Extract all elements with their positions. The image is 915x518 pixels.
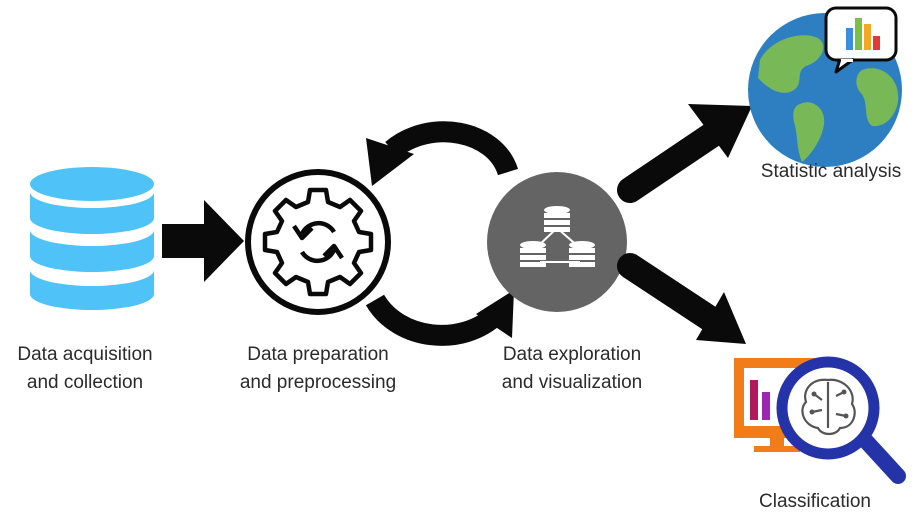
label-classification-line1: Classification	[759, 491, 871, 512]
stacked-databases-icon	[487, 172, 627, 312]
gear-sync-icon	[245, 169, 391, 315]
arrow-acquisition-to-preparation	[162, 200, 244, 282]
globe-bar-chart-icon	[748, 6, 902, 167]
label-statistics: Statistic analysis	[748, 158, 914, 186]
arrow-to-statistics	[617, 104, 752, 203]
label-exploration: Data exploration and visualization	[484, 341, 660, 397]
label-acquisition: Data acquisition and collection	[0, 341, 170, 397]
label-exploration-line2: and visualization	[501, 372, 643, 393]
label-exploration-line1: Data exploration	[502, 344, 642, 365]
arrow-preparation-to-exploration	[365, 290, 514, 346]
label-preparation: Data preparation and preprocessing	[226, 341, 410, 397]
brain-magnifier-icon	[734, 356, 906, 484]
label-classification: Classification	[740, 488, 890, 516]
label-acquisition-line1: Data acquisition	[17, 344, 153, 365]
arrow-exploration-to-preparation	[366, 121, 519, 186]
label-preparation-line1: Data preparation	[247, 344, 389, 365]
label-acquisition-line2: and collection	[26, 372, 144, 393]
label-statistics-line1: Statistic analysis	[760, 161, 902, 182]
database-icon	[30, 167, 154, 310]
arrow-to-classification	[617, 253, 746, 344]
label-preparation-line2: and preprocessing	[239, 372, 397, 393]
